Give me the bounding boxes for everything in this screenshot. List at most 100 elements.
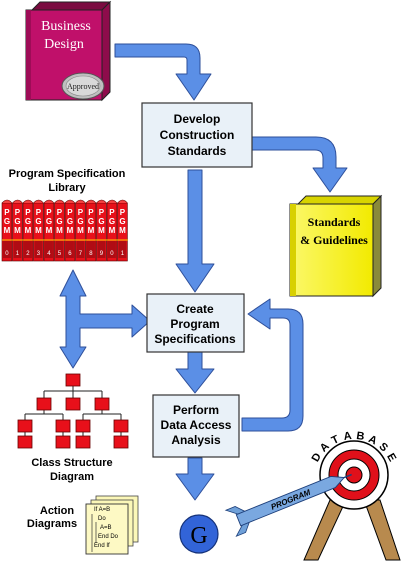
library-spine-letter: G (109, 217, 115, 226)
arrow-library-class-create (59, 269, 151, 369)
database-letter: A (343, 430, 353, 443)
library-spine-number: 1 (16, 251, 20, 257)
create-line3: Specifications (154, 332, 236, 346)
action-code-line: End Do (98, 534, 119, 540)
library-spine-letter: P (25, 208, 31, 217)
library-spine-number: 0 (110, 251, 114, 257)
library-volume: PGM 9 (96, 199, 107, 262)
library-spine-number: 4 (47, 251, 51, 257)
library-spine-letter: P (57, 208, 63, 217)
action-code-line: End If (94, 543, 110, 549)
business-design-line2: Design (44, 37, 84, 52)
library-volume: PGM 8 (85, 199, 97, 262)
action-diagrams-line1: Action (40, 505, 75, 517)
approved-seal: Approved (61, 72, 105, 100)
library-spine-letter: P (15, 208, 21, 217)
arrow-develop-to-standards (251, 136, 348, 193)
library-spine-letter: M (14, 226, 21, 235)
action-code-line: A=B (100, 525, 112, 531)
library-spine-letter: P (99, 208, 105, 217)
perform-analysis-box: Perform Data Access Analysis (152, 394, 240, 458)
library-spine-letter: G (46, 217, 52, 226)
library-volume: PGM 0 (1, 199, 13, 262)
library-spine-letter: M (35, 226, 42, 235)
library-spine-letter: P (109, 208, 115, 217)
library-spine-letter: G (14, 217, 20, 226)
create-line1: Create (176, 302, 214, 316)
tree-lines (24, 386, 122, 436)
library-spine-number: 7 (79, 251, 83, 257)
business-design-book: Business Design Approved (25, 0, 112, 102)
database-letter: E (384, 451, 398, 463)
library-title-line1: Program Specification (9, 168, 126, 180)
action-diagrams-line2: Diagrams (27, 518, 77, 530)
library-volume: PGM 0 (106, 199, 118, 262)
develop-line2: Construction (160, 128, 235, 142)
library-spine-letter: M (119, 226, 126, 235)
library-title-line2: Library (48, 182, 86, 194)
library-spine-letter: M (25, 226, 32, 235)
library-spine-letter: M (4, 226, 11, 235)
library-spines: PGM0PGM1PGM2PGM3PGM4PGM5PGM6PGM7PGM8PGM9… (1, 199, 128, 262)
library-spine-number: 9 (100, 251, 104, 257)
library-spine-letter: G (67, 217, 73, 226)
library-spine-letter: M (98, 226, 105, 235)
perform-line1: Perform (173, 403, 219, 417)
library-volume: PGM 4 (43, 199, 55, 262)
library-spine-letter: G (77, 217, 83, 226)
library-spine-letter: P (36, 208, 42, 217)
arrow-perform-to-g (175, 457, 215, 501)
perform-line2: Data Access (161, 418, 232, 432)
library-spine-letter: G (56, 217, 62, 226)
arrow-feedback-loop (241, 298, 304, 432)
library-spine-letter: P (67, 208, 73, 217)
library-spine-number: 0 (5, 251, 9, 257)
arrow-business-to-develop (114, 43, 212, 101)
library-volume: PGM 6 (64, 199, 76, 262)
library-spine-number: 1 (121, 251, 125, 257)
create-line2: Program (170, 317, 219, 331)
library-spine-letter: M (77, 226, 84, 235)
library-spine-letter: P (88, 208, 94, 217)
library-volume: PGM 1 (12, 199, 23, 262)
library-spine-number: 3 (37, 251, 41, 257)
g-symbol: G (179, 514, 219, 554)
business-design-line1: Business (41, 19, 91, 34)
library-spine-letter: M (67, 226, 74, 235)
library-spine-letter: G (98, 217, 104, 226)
library-spine-letter: M (46, 226, 53, 235)
library-spine-letter: G (4, 217, 10, 226)
library-spine-letter: M (109, 226, 116, 235)
develop-standards-box: Develop Construction Standards (141, 102, 253, 168)
standards-guidelines-book: Standards & Guidelines (289, 194, 383, 298)
class-diagram-line1: Class Structure (31, 457, 112, 469)
library-spine-letter: G (88, 217, 94, 226)
arrow-create-to-perform (175, 351, 215, 394)
develop-line3: Standards (168, 144, 227, 158)
library-spine-letter: P (4, 208, 10, 217)
library-spine-letter: P (78, 208, 84, 217)
tree-nodes (17, 373, 129, 449)
library-volume: PGM 7 (75, 199, 86, 262)
action-code-line: Do (98, 516, 106, 522)
library-volume: PGM 3 (33, 199, 44, 262)
library-spine-number: 8 (89, 251, 93, 257)
database-letter: T (330, 433, 342, 447)
program-spec-library: Program Specification Library PGM0PGM1PG… (1, 168, 128, 262)
develop-line1: Develop (174, 112, 221, 126)
g-letter: G (190, 523, 207, 549)
library-spine-letter: G (35, 217, 41, 226)
library-spine-letter: M (88, 226, 95, 235)
library-spine-number: 6 (68, 251, 72, 257)
library-spine-letter: M (56, 226, 63, 235)
standards-line2: & Guidelines (300, 233, 368, 247)
class-diagram-line2: Diagram (50, 471, 94, 483)
library-spine-letter: P (46, 208, 52, 217)
approved-seal-text: Approved (67, 82, 99, 91)
